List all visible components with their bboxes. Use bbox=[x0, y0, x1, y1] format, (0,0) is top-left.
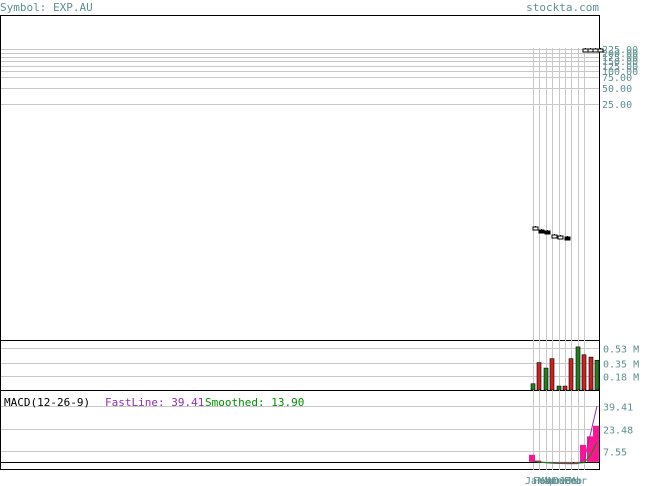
volume-bar bbox=[549, 358, 555, 391]
price-tick-label: 25.00 bbox=[602, 100, 632, 111]
site-name[interactable]: stockta.com bbox=[526, 1, 599, 14]
macd-tick-label: 39.41 bbox=[603, 403, 633, 414]
volume-bar bbox=[530, 383, 536, 391]
price-tick-label: 75.00 bbox=[602, 73, 632, 84]
price-gridlines bbox=[1, 49, 599, 105]
price-candles bbox=[532, 48, 604, 241]
macd-smoothed-line bbox=[532, 441, 598, 464]
volume-bar bbox=[562, 385, 568, 391]
x-axis-label: Jan bbox=[525, 476, 543, 486]
x-axis-label: Nov bbox=[548, 476, 566, 486]
x-axis-label: Feb bbox=[533, 476, 551, 486]
price-tick-labels: 25.00 50.0075.00100.00125.00150.00175.002… bbox=[602, 45, 638, 111]
candle-body bbox=[551, 234, 558, 239]
candle-body bbox=[557, 235, 564, 240]
volume-bar bbox=[581, 354, 587, 391]
volume-tick-label: 0.53 M bbox=[603, 345, 639, 356]
macd-panel bbox=[0, 390, 600, 470]
macd-histogram-bar bbox=[567, 461, 573, 464]
x-axis-label: Mar bbox=[569, 476, 587, 486]
price-tick-label: 225.00 bbox=[602, 45, 638, 56]
volume-tick-label: 0.35 M bbox=[603, 360, 639, 371]
volume-bar bbox=[588, 356, 594, 391]
price-tick-label: 100.00 bbox=[602, 67, 638, 78]
macd-tick-label: 7.55 bbox=[603, 448, 627, 459]
macd-label: MACD(12-26-9) bbox=[4, 396, 90, 409]
volume-bar bbox=[543, 367, 549, 391]
volume-bar bbox=[575, 346, 581, 391]
candle-body bbox=[597, 48, 604, 53]
vertical-gridlines bbox=[533, 48, 585, 470]
symbol-label: Symbol: EXP.AU bbox=[0, 1, 93, 14]
volume-bars bbox=[530, 346, 600, 391]
candle-body bbox=[564, 236, 571, 241]
macd-histogram-bar bbox=[535, 460, 541, 462]
volume-bar bbox=[536, 362, 542, 391]
macd-lines bbox=[532, 405, 598, 465]
x-axis-label: Mar bbox=[538, 476, 556, 486]
macd-histogram-bar bbox=[587, 436, 593, 462]
macd-tick-labels: 7.55 23.48 39.41 bbox=[603, 403, 633, 459]
price-tick-label: 150.00 bbox=[602, 57, 638, 68]
macd-fastline-label: FastLine: 39.41 bbox=[105, 396, 204, 409]
volume-tick-labels: 0.18 M 0.35 M 0.53 M bbox=[603, 345, 639, 384]
candle-body bbox=[532, 226, 539, 231]
macd-tick-label: 23.48 bbox=[603, 426, 633, 437]
macd-gridlines bbox=[1, 406, 599, 463]
x-axis-label: Apr bbox=[543, 476, 561, 486]
x-axis-label: Feb bbox=[564, 476, 582, 486]
price-tick-label: 200.00 bbox=[602, 49, 638, 60]
volume-bar bbox=[556, 385, 562, 391]
macd-smoothed-label: Smoothed: 13.90 bbox=[205, 396, 304, 409]
x-axis-label: Dec bbox=[553, 476, 571, 486]
price-tick-label: 125.00 bbox=[602, 62, 638, 73]
macd-histogram-bar bbox=[580, 444, 586, 462]
candle-body bbox=[587, 48, 594, 53]
volume-tick-label: 0.18 M bbox=[603, 373, 639, 384]
price-panel bbox=[0, 15, 600, 341]
volume-gridlines bbox=[1, 348, 599, 377]
volume-bar bbox=[568, 358, 574, 391]
candle-body bbox=[592, 48, 599, 53]
candle-body bbox=[544, 230, 551, 235]
price-tick-label: 175.00 bbox=[602, 53, 638, 64]
volume-bar bbox=[594, 359, 600, 391]
macd-histogram-bar bbox=[529, 454, 535, 462]
x-axis-label: Jan bbox=[559, 476, 577, 486]
candle-body bbox=[538, 229, 545, 234]
candle-body bbox=[582, 48, 589, 53]
price-tick-label: 50.00 bbox=[602, 84, 632, 95]
macd-histogram-bar bbox=[574, 461, 580, 464]
